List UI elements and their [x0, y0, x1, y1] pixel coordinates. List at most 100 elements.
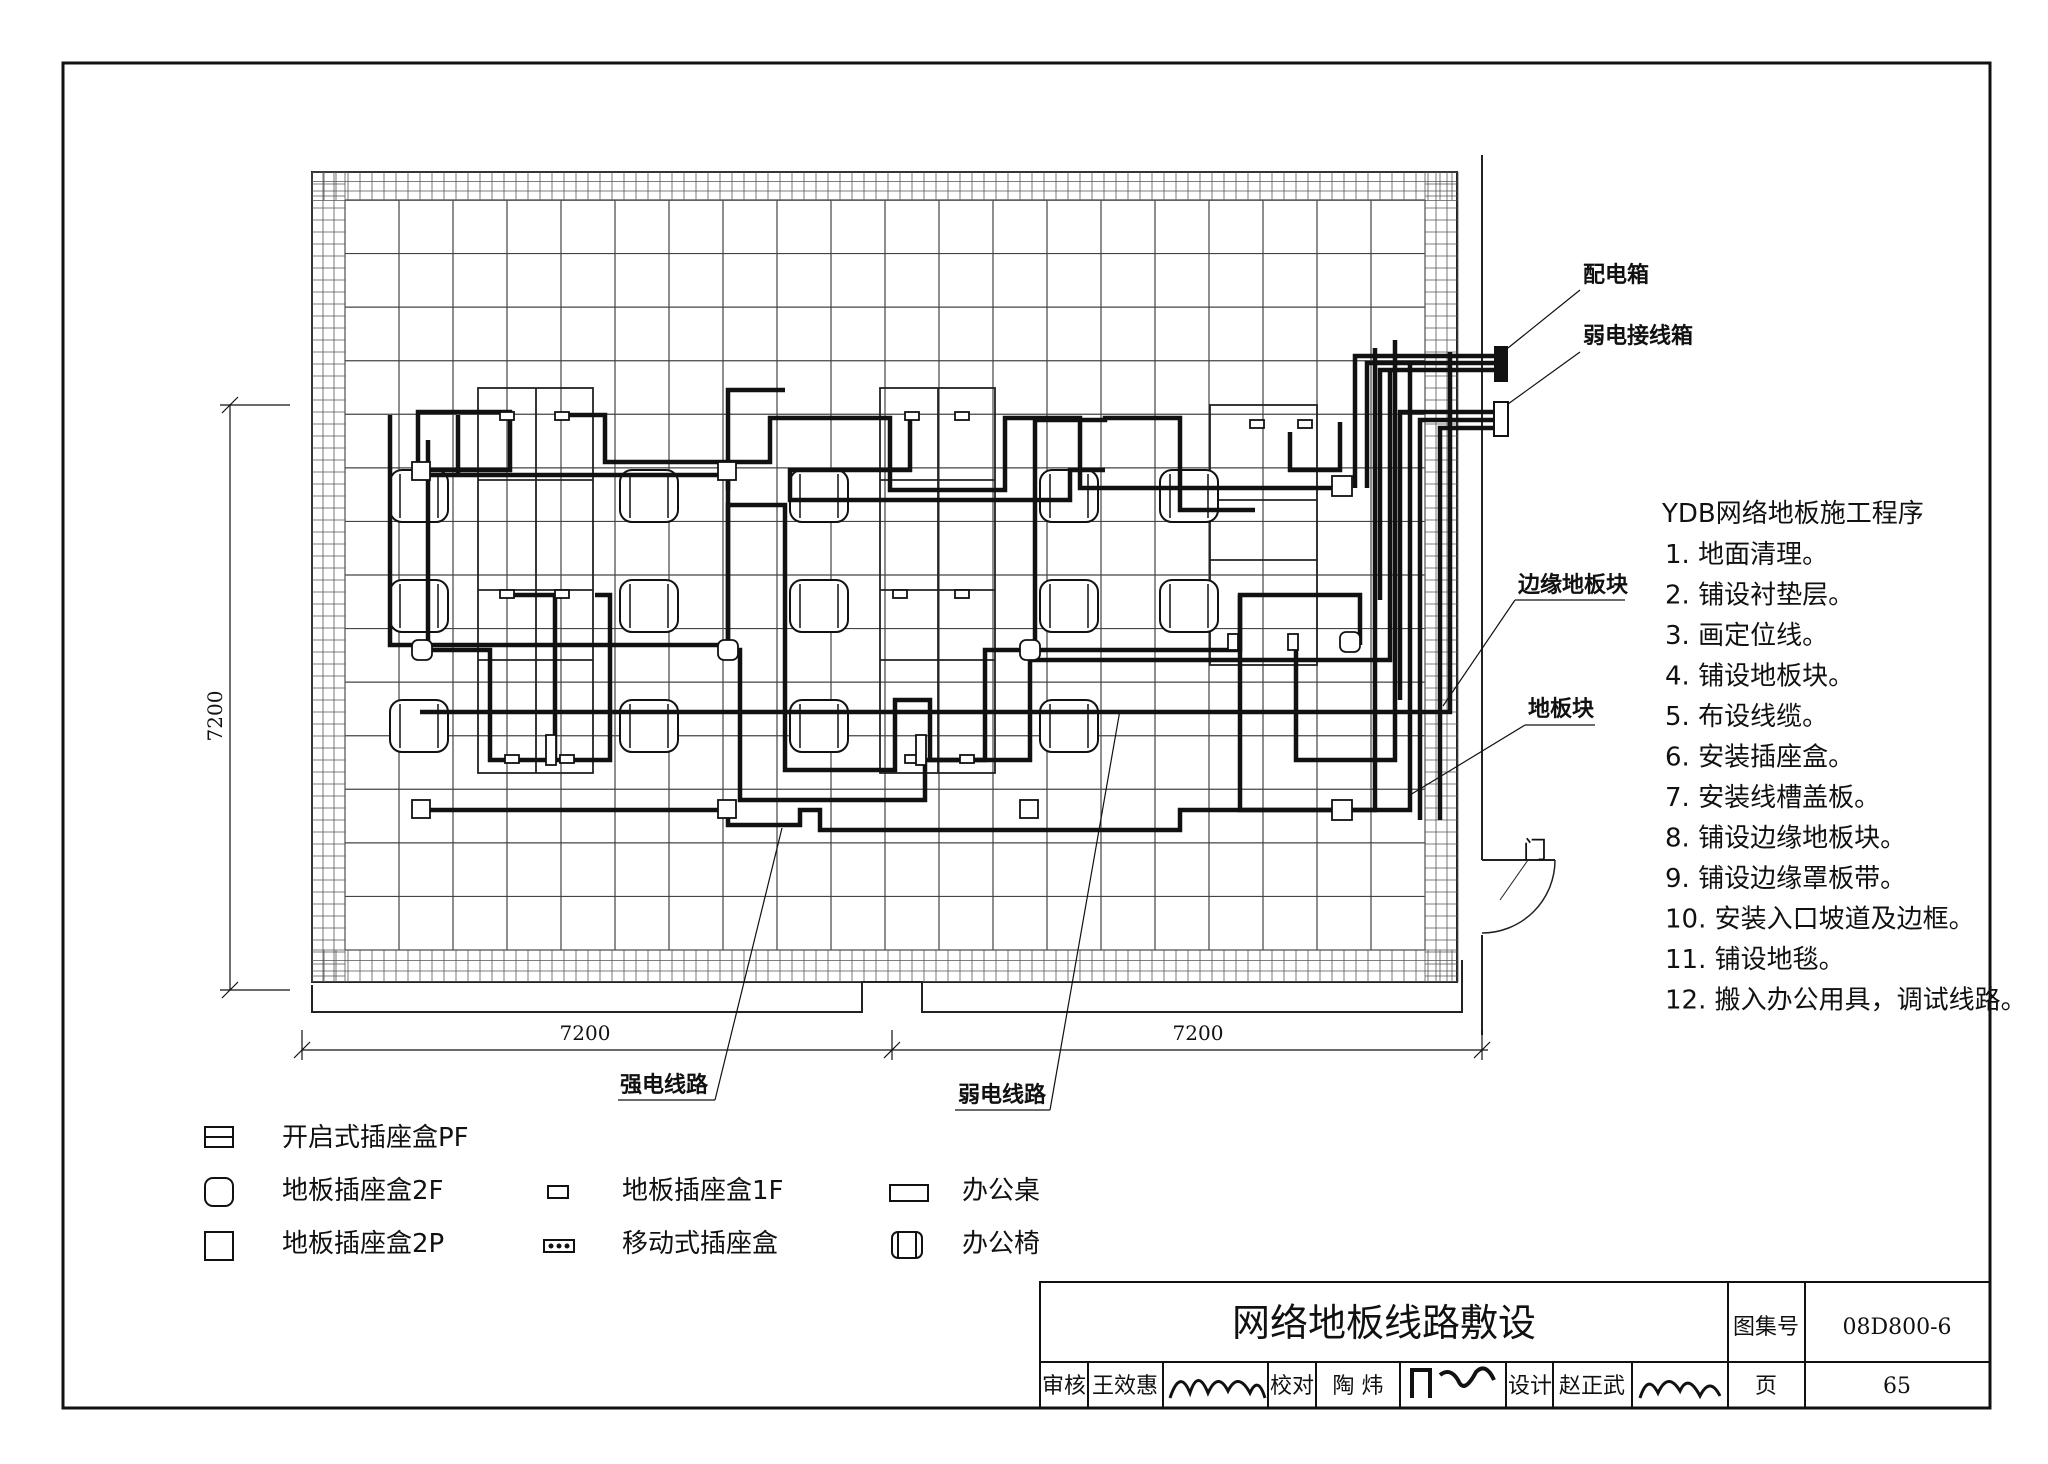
- leader-weak-box: [1507, 351, 1581, 405]
- designer-signature: [1638, 1380, 1722, 1400]
- design-label: 设计: [1508, 1374, 1552, 1399]
- socket-2f: [1339, 631, 1361, 653]
- label-dist-box: 配电箱: [1583, 262, 1649, 288]
- office-chair: [1039, 699, 1099, 753]
- socket-1f: [1249, 419, 1265, 429]
- socket-1f: [554, 411, 570, 421]
- distribution-box: [1494, 346, 1508, 382]
- legend: [204, 1126, 929, 1261]
- legend-desk-symbol: [889, 1184, 929, 1202]
- socket-2p: [1331, 799, 1353, 821]
- page-number: 65: [1883, 1374, 1911, 1399]
- strong-cable-2: [420, 592, 558, 763]
- floor-sockets: [411, 411, 1361, 821]
- procedure-steps: 1. 地面清理。2. 铺设衬垫层。3. 画定位线。4. 铺设地板块。5. 布设线…: [1665, 540, 2027, 1016]
- mobile-socket: [915, 734, 927, 766]
- cable-runs: [387, 340, 1500, 833]
- label-edge-tile: 边缘地板块: [1517, 573, 1629, 598]
- review-label: 审核: [1042, 1374, 1086, 1399]
- office-chair: [619, 699, 679, 753]
- legend-mobile-symbol: [543, 1239, 575, 1253]
- office-chair: [789, 699, 849, 753]
- socket-2f: [1019, 639, 1041, 661]
- socket-1f: [959, 754, 975, 764]
- socket-2f: [717, 639, 739, 661]
- room-wall: [311, 960, 1463, 1013]
- mobile-socket: [545, 734, 557, 766]
- legend-mobile-label: 移动式插座盒: [622, 1229, 778, 1259]
- procedure-step: 4. 铺设地板块。: [1665, 662, 1854, 692]
- page-label: 页: [1755, 1374, 1777, 1399]
- procedure-step: 6. 安装插座盒。: [1665, 743, 1854, 773]
- office-chair: [789, 469, 849, 523]
- office-chairs: [389, 469, 1219, 753]
- procedure-step: 10. 安装入口坡道及边框。: [1665, 905, 1975, 935]
- legend-2p-symbol: [204, 1231, 234, 1261]
- socket-1f: [499, 411, 515, 421]
- socket-1f: [504, 754, 520, 764]
- legend-1f-label: 地板插座盒1F: [622, 1176, 784, 1206]
- trunk-2: [1364, 360, 1500, 488]
- leader-weak-line: [1049, 709, 1121, 1111]
- checker-name: 陶 炜: [1333, 1374, 1384, 1399]
- reviewer-signature: [1168, 1379, 1267, 1399]
- socket-2p: [411, 461, 431, 481]
- procedure-title: YDB网络地板施工程序: [1661, 499, 1924, 529]
- legend-desk-label: 办公桌: [962, 1176, 1040, 1206]
- desk-group-3: [1209, 404, 1318, 666]
- socket-2p: [1019, 799, 1039, 819]
- procedure-step: 2. 铺设衬垫层。: [1665, 581, 1854, 611]
- label-weak-line: 弱电线路: [958, 1082, 1047, 1108]
- legend-pf-label: 开启式插座盒PF: [282, 1123, 469, 1153]
- floor-plan: 门: [311, 155, 1693, 1035]
- socket-1f: [554, 589, 570, 599]
- socket-2p: [717, 799, 737, 819]
- weak-cable-11: [1293, 340, 1398, 763]
- procedure-step: 1. 地面清理。: [1665, 540, 1828, 570]
- weak-cable-2: [387, 415, 431, 648]
- floor-tile-grid: [344, 199, 1426, 951]
- legend-2p-label: 地板插座盒2P: [282, 1229, 444, 1259]
- procedure-step: 9. 铺设边缘罩板带。: [1665, 864, 1906, 894]
- legend-chair-symbol: [891, 1231, 923, 1259]
- drawing-title: 网络地板线路敷设: [1232, 1301, 1536, 1345]
- trunk-5: [1417, 417, 1500, 820]
- leader-edge-tile: [1442, 599, 1516, 707]
- weak-cable-6: [787, 418, 1105, 503]
- socket-2f: [411, 639, 433, 661]
- socket-1f: [499, 589, 515, 599]
- strong-cable-3: [555, 592, 613, 763]
- socket-1f: [904, 411, 920, 421]
- legend-1f-symbol: [547, 1185, 569, 1199]
- office-chair: [1159, 469, 1219, 523]
- office-chair: [389, 699, 449, 753]
- procedure-step: 12. 搬入办公用具，调试线路。: [1665, 986, 2027, 1016]
- procedure-step: 8. 铺设边缘地板块。: [1665, 824, 1906, 854]
- trunk-4: [1397, 409, 1500, 700]
- procedure-step: 11. 铺设地毯。: [1665, 945, 1845, 975]
- procedure-step: 7. 安装线槽盖板。: [1665, 783, 1880, 813]
- reviewer-name: 王效惠: [1092, 1374, 1158, 1399]
- label-weak-box: 弱电接线箱: [1583, 323, 1693, 349]
- atlas-number: 08D800-6: [1842, 1315, 1951, 1340]
- leader-dist-box: [1507, 289, 1581, 349]
- weak-cable-5: [560, 412, 1340, 493]
- trunk-6: [1437, 425, 1500, 820]
- door-swing: [1481, 859, 1556, 934]
- socket-1f: [954, 589, 970, 599]
- dim-left: 7200: [560, 1021, 611, 1045]
- dimension-lines: [220, 396, 1491, 1060]
- title-block: [1039, 1281, 1991, 1409]
- weak-current-box: [1493, 401, 1509, 437]
- label-strong-line: 强电线路: [620, 1072, 709, 1098]
- procedure-step: 5. 布设线缆。: [1665, 702, 1828, 732]
- socket-2p: [1331, 475, 1353, 497]
- socket-2p: [717, 461, 737, 481]
- office-chair: [1159, 579, 1219, 633]
- office-chair: [619, 469, 679, 523]
- office-chair: [619, 579, 679, 633]
- door-label: 门: [1523, 836, 1547, 864]
- legend-2f-symbol: [204, 1177, 234, 1207]
- dim-right: 7200: [1173, 1021, 1224, 1045]
- sheet-border: [61, 61, 1992, 1410]
